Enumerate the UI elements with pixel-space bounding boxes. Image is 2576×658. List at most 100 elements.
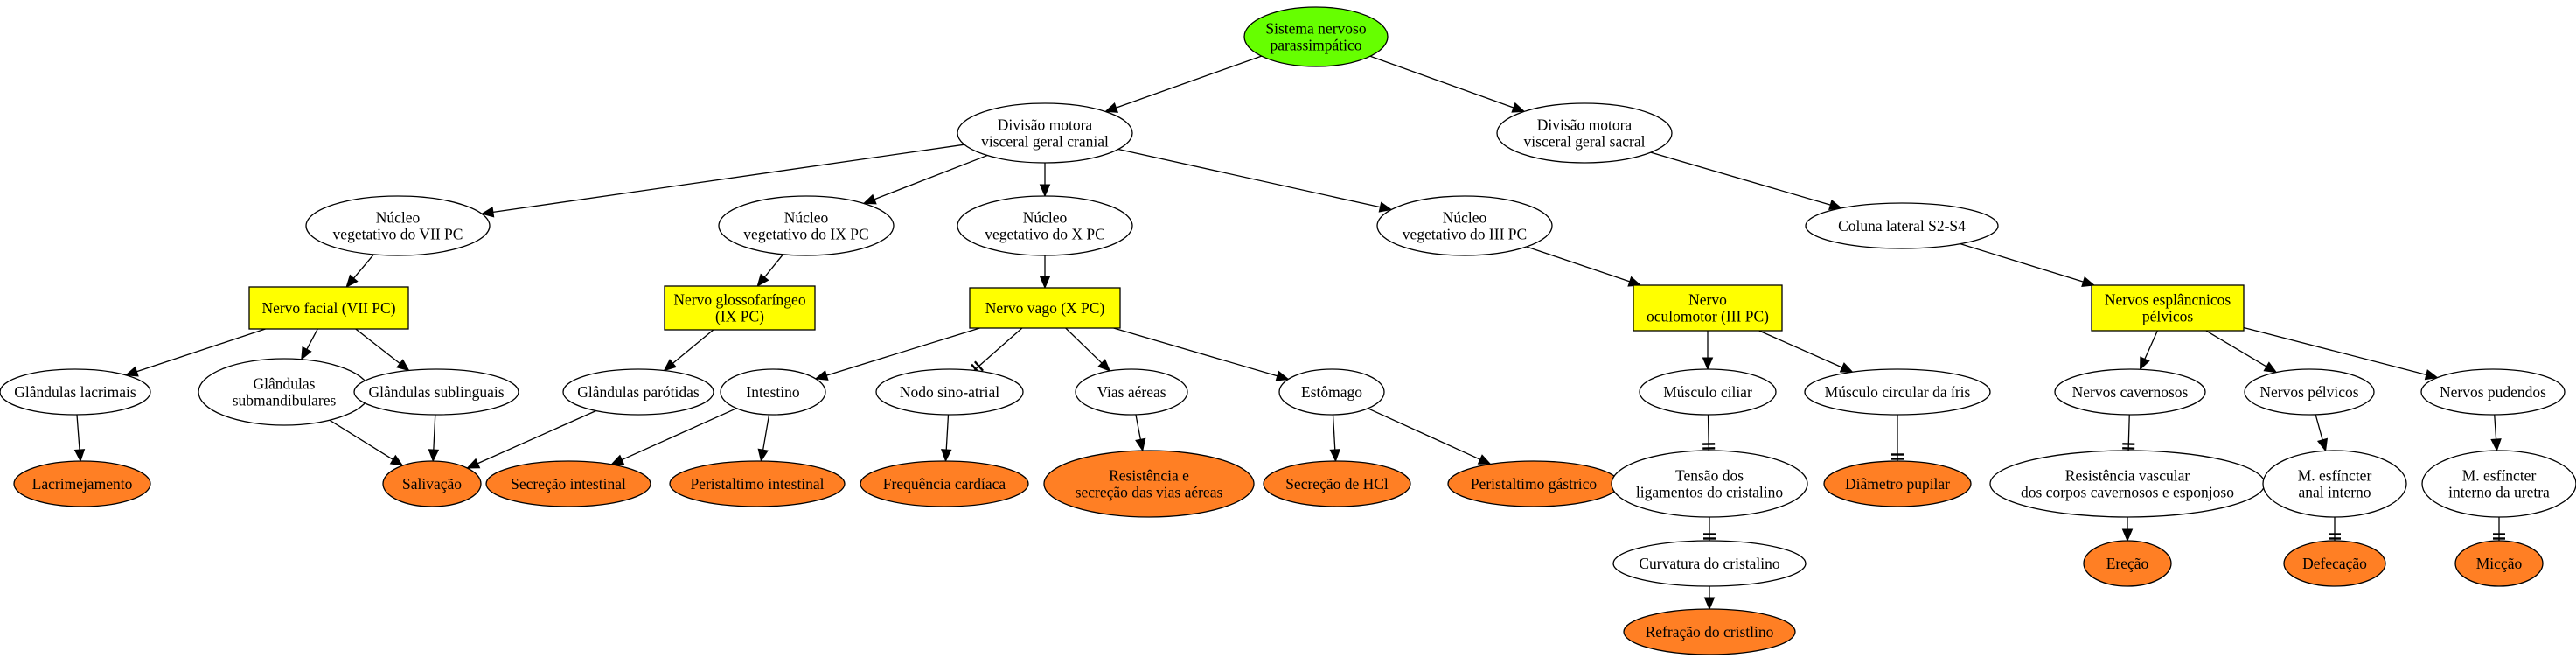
- node-label: vegetativo do III PC: [1403, 226, 1527, 243]
- node-estomago: Estômago: [1278, 368, 1385, 416]
- node-label: Núcleo: [376, 209, 421, 227]
- node-ellipse: [0, 368, 151, 416]
- edge-div-cranial-to-nuc-vii: [480, 144, 964, 218]
- arrowhead: [2081, 276, 2096, 287]
- node-ellipse: [1263, 460, 1411, 508]
- arrowhead: [1104, 102, 1118, 113]
- node-ellipse: [957, 102, 1133, 164]
- tee-head: [973, 360, 985, 372]
- node-m-ciliar: Músculo ciliar: [1639, 368, 1777, 416]
- node-ellipse: [2262, 450, 2407, 518]
- edge-div-cranial-to-nuc-x: [1039, 163, 1051, 198]
- node-ellipse: [1243, 6, 1389, 67]
- node-curvatura: Curvatura do cristalino: [1612, 540, 1807, 587]
- arrowhead: [1097, 359, 1111, 372]
- arrowhead: [466, 458, 481, 469]
- node-label: Resistência vascular: [2065, 467, 2190, 485]
- edge-div-sacral-to-coluna: [1650, 151, 1843, 211]
- node-box: [2091, 284, 2245, 332]
- node-label: vegetativo do X PC: [985, 226, 1105, 243]
- node-label: Nervo facial (VII PC): [261, 299, 395, 317]
- node-label: anal interno: [2298, 484, 2371, 501]
- node-g-lacr: Glândulas lacrimais: [0, 368, 151, 416]
- node-box: [969, 287, 1121, 329]
- node-ellipse: [562, 368, 714, 416]
- edge-nuc-iii-to-n-oculo: [1526, 246, 1642, 287]
- node-ellipse: [1075, 368, 1188, 416]
- node-label: Nervo: [1688, 291, 1727, 309]
- edge-estomago-to-perist-gas: [1368, 408, 1492, 466]
- edge-n-facial-to-g-lacr: [124, 328, 266, 377]
- edge-root-to-div-sacral: [1369, 55, 1526, 113]
- node-label: Nervo vago (X PC): [985, 299, 1105, 317]
- arrowhead: [2316, 438, 2329, 452]
- node-m-iris: Músculo circular da íris: [1804, 368, 1991, 416]
- node-label: visceral geral sacral: [1524, 133, 1646, 150]
- node-label: Nervos pudendos: [2440, 383, 2546, 401]
- node-ellipse: [485, 460, 651, 508]
- edge-tensao-to-curvatura: [1703, 517, 1716, 541]
- node-label: Lacrimejamento: [32, 475, 133, 493]
- edge-m-iris-to-diametro: [1891, 415, 1904, 461]
- node-freq: Frequência cardíaca: [860, 460, 1029, 508]
- arrowhead: [1511, 102, 1526, 113]
- node-ellipse: [353, 368, 519, 416]
- node-erecao: Ereção: [2083, 540, 2172, 587]
- node-n-vago: Nervo vago (X PC): [969, 287, 1121, 329]
- node-n-cav: Nervos cavernosos: [2054, 368, 2206, 416]
- arrowhead: [1039, 276, 1051, 290]
- arrowhead: [1135, 438, 1146, 452]
- node-label: parassimpático: [1271, 37, 1362, 54]
- node-g-paro: Glândulas parótidas: [562, 368, 714, 416]
- node-ellipse: [1611, 450, 1808, 518]
- node-label: M. esfíncter: [2462, 467, 2537, 485]
- node-diametro: Diâmetro pupilar: [1823, 460, 1972, 508]
- node-ellipse: [1043, 450, 1255, 518]
- node-label: Tensão dos: [1675, 467, 1744, 485]
- arrowhead: [345, 274, 359, 288]
- node-n-facial: Nervo facial (VII PC): [248, 286, 409, 330]
- node-label: secreção das vias aéreas: [1076, 484, 1223, 501]
- arrowhead: [2490, 438, 2502, 452]
- edge-nuc-x-to-n-vago: [1039, 256, 1051, 290]
- node-perist-gas: Peristaltimo gástrico: [1447, 460, 1620, 508]
- node-label: oculomotor (III PC): [1647, 308, 1769, 326]
- edge-n-espl-to-n-pud: [2243, 326, 2439, 381]
- node-label: Sistema nervoso: [1265, 20, 1366, 38]
- arrowhead: [301, 346, 312, 360]
- node-label: Divisão motora: [1537, 116, 1633, 134]
- edge-n-facial-to-g-subl: [355, 328, 410, 372]
- node-ellipse: [2283, 540, 2386, 587]
- arrowhead: [814, 369, 829, 381]
- node-ellipse: [2420, 368, 2566, 416]
- node-label: Nervos cavernosos: [2072, 383, 2189, 401]
- node-label: Divisão motora: [998, 116, 1093, 134]
- edge-nodo-to-freq: [941, 414, 952, 463]
- node-label: Nervos pélvicos: [2259, 383, 2358, 401]
- edge-root-to-div-cranial: [1104, 55, 1262, 113]
- node-label: Secreção intestinal: [511, 475, 626, 493]
- edge-n-vago-to-nodo: [971, 327, 1023, 374]
- arrowhead: [389, 454, 404, 466]
- node-label: Músculo circular da íris: [1825, 383, 1971, 401]
- arrowhead: [1703, 597, 1716, 611]
- node-ellipse: [669, 460, 846, 508]
- edge-estomago-to-hcl: [1329, 414, 1340, 463]
- node-label: interno da uretra: [2448, 484, 2550, 501]
- edges-layer: [73, 55, 2505, 611]
- edge-n-espl-to-n-cav: [2140, 330, 2158, 371]
- node-label: Nervo glossofaríngeo: [673, 291, 805, 309]
- arrowhead: [1039, 184, 1051, 198]
- node-label: Glândulas sublinguais: [368, 383, 504, 401]
- node-label: Resistência e: [1109, 467, 1189, 485]
- node-ellipse: [382, 460, 482, 508]
- node-label: Peristaltimo intestinal: [690, 475, 824, 493]
- node-label: Coluna lateral S2-S4: [1838, 217, 1966, 234]
- node-label: Vias aéreas: [1097, 383, 1166, 401]
- edge-g-paro-to-salivacao: [466, 410, 596, 469]
- node-g-subl: Glândulas sublinguais: [353, 368, 519, 416]
- node-ellipse: [1278, 368, 1385, 416]
